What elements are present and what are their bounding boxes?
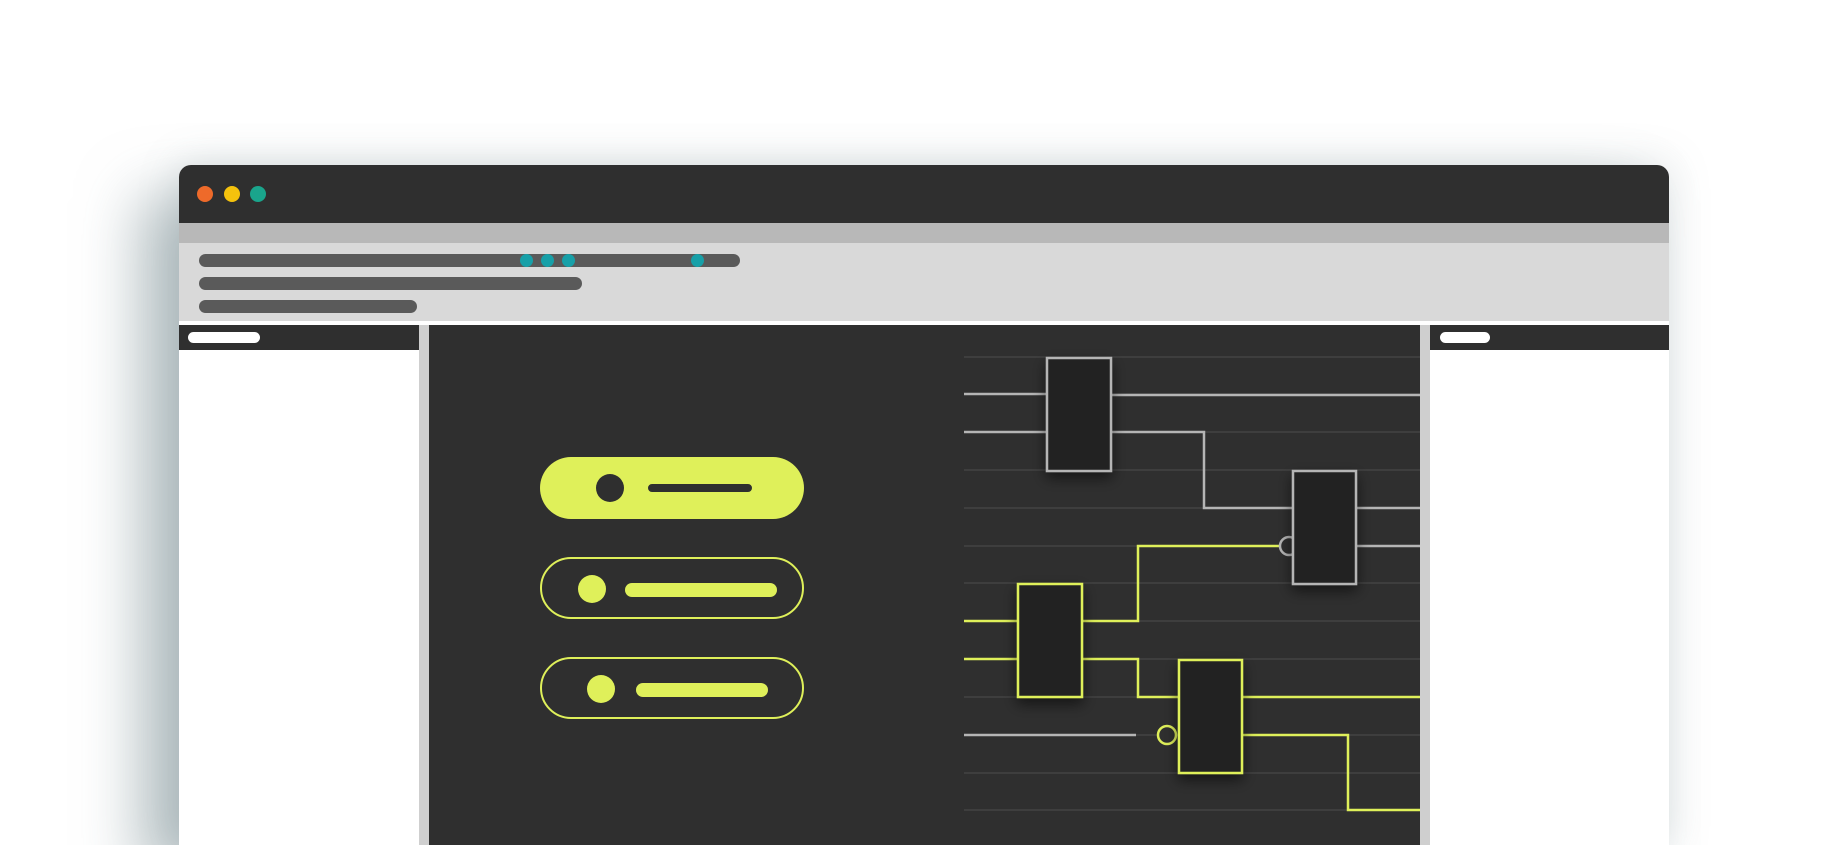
address-bar[interactable] [199,254,740,267]
radio-dot-icon [596,474,624,502]
option-label-bar [645,481,755,495]
inverter-bubble-icon [1156,724,1178,746]
option-label-bar [625,583,777,597]
logic-block[interactable] [1016,582,1084,699]
circuit-diagram [964,356,1420,812]
right-splitter[interactable] [1420,325,1430,845]
status-dot-icon [691,254,704,267]
main-canvas [429,325,1420,845]
logic-block[interactable] [1291,469,1358,586]
option-button[interactable] [540,657,804,719]
logic-block[interactable] [1177,658,1244,775]
option-label-bar [636,683,768,697]
right-panel [1430,325,1669,845]
option-button-selected[interactable] [540,457,804,519]
left-splitter[interactable] [419,325,429,845]
minimize-icon[interactable] [224,186,240,202]
left-panel [179,325,419,845]
zoom-icon[interactable] [250,186,266,202]
option-button[interactable] [540,557,804,619]
radio-dot-icon [587,675,615,703]
status-dot-icon [562,254,575,267]
app-window [179,165,1669,845]
radio-dot-icon [578,575,606,603]
close-icon[interactable] [197,186,213,202]
tab-strip [179,223,1669,243]
status-dot-icon [541,254,554,267]
right-panel-title [1440,332,1490,343]
left-panel-title [188,332,260,343]
left-panel-header [179,325,419,350]
toolbar-line [199,300,417,313]
toolbar [179,243,1669,321]
logic-block[interactable] [1045,356,1113,473]
gray-wires [964,392,1420,737]
accent-wires [964,544,1420,812]
status-dot-icon [520,254,533,267]
title-bar [179,165,1669,223]
toolbar-line [199,277,582,290]
right-panel-header [1430,325,1669,350]
